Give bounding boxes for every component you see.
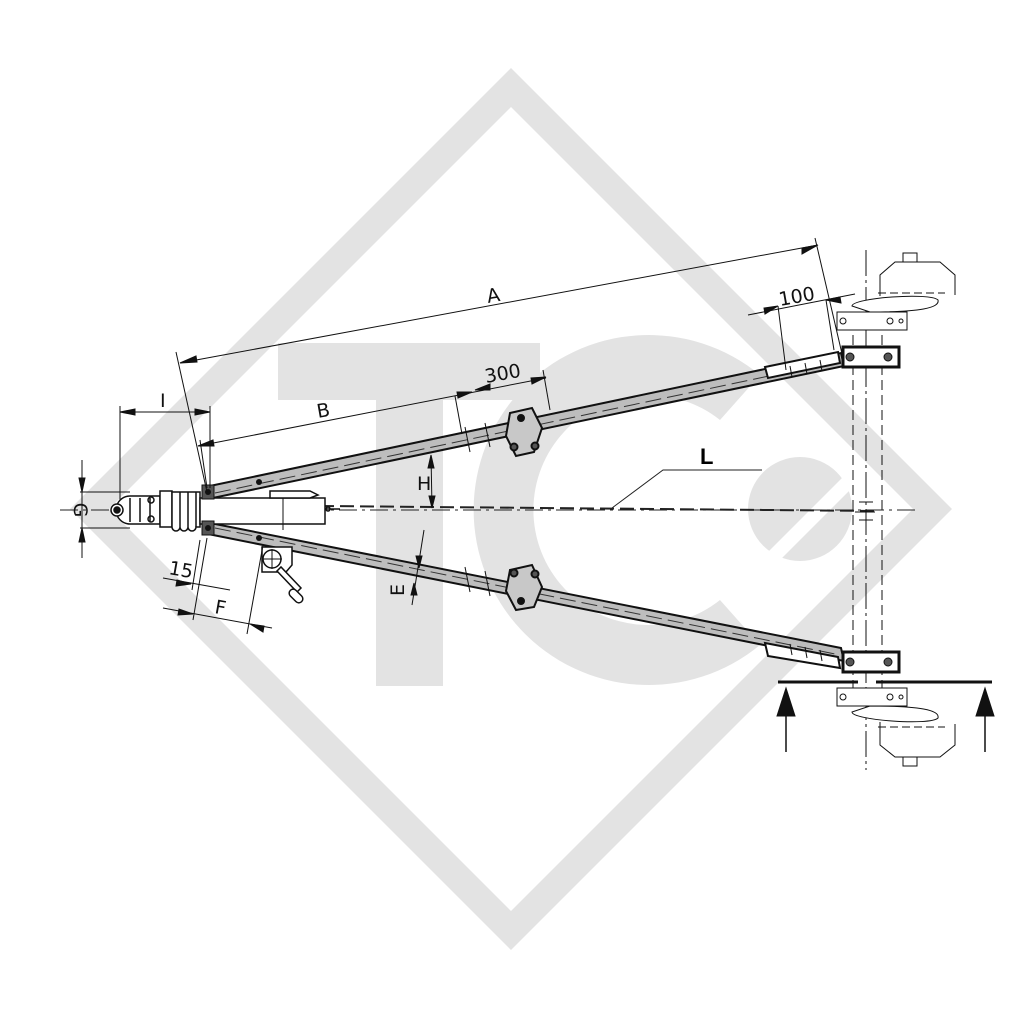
- label-l: L: [700, 444, 713, 469]
- pivot-bolts: [201, 479, 262, 541]
- axle: [836, 250, 956, 770]
- leader-line-l: [611, 469, 762, 509]
- watermark-e-slash: [760, 470, 860, 570]
- label-h: H: [417, 473, 431, 495]
- label-e: E: [387, 584, 409, 596]
- support-arrows: [776, 680, 995, 752]
- load-arrow-left-icon: [776, 686, 796, 717]
- watermark-e-circle: [748, 457, 852, 561]
- coupling-head: [110, 490, 340, 532]
- label-15: 15: [167, 557, 195, 583]
- watermark-letter-t-stem: [376, 343, 443, 686]
- centerline: [60, 469, 915, 512]
- upper-bracket: [504, 406, 544, 458]
- watermark-diamond: [70, 68, 952, 950]
- lower-bracket: [504, 563, 544, 612]
- dimension-lines: [78, 237, 856, 635]
- label-b: B: [315, 399, 332, 423]
- label-g: G: [69, 503, 91, 518]
- drawbar-ticks: [464, 359, 823, 662]
- label-a: A: [485, 284, 502, 308]
- label-100: 100: [777, 283, 817, 311]
- label-i: I: [160, 390, 166, 412]
- label-f: F: [213, 596, 228, 620]
- jockey-wheel: [261, 546, 304, 604]
- load-arrow-right-icon: [975, 686, 995, 717]
